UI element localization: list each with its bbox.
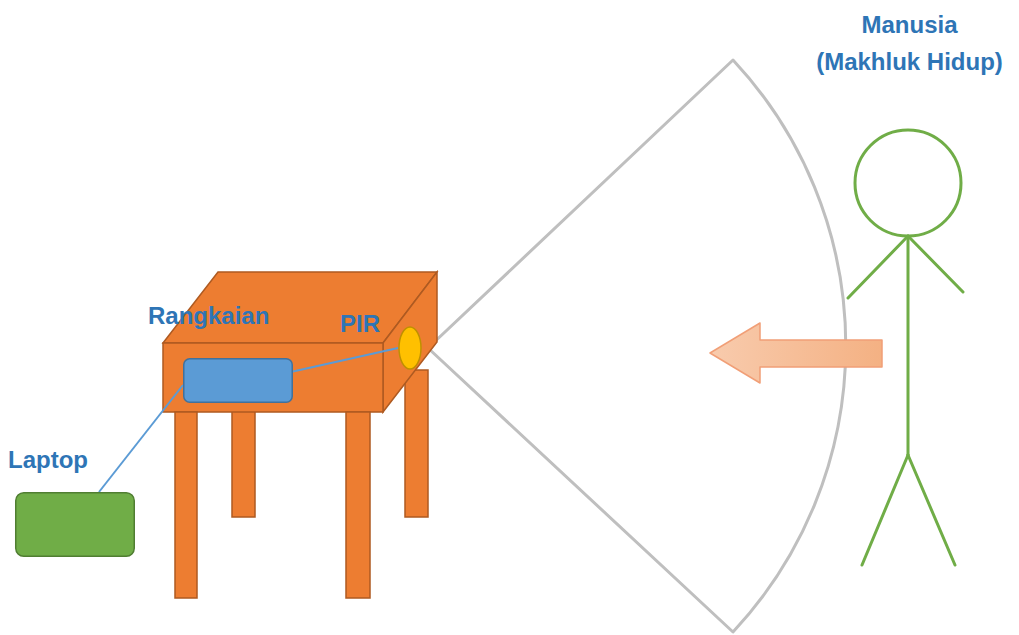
signal-wire [99, 385, 183, 492]
component-label: Rangkaian [148, 302, 269, 331]
laptop-box: Laptop [15, 492, 135, 557]
pir-sensor-shape [398, 326, 422, 370]
circuit-box: Rangkaian [183, 358, 293, 403]
component-label: PIR [340, 310, 380, 339]
circuit-box-shape [183, 358, 293, 403]
pir-sensor: PIR [398, 326, 422, 370]
component-label: Laptop [8, 446, 88, 475]
laptop-box-shape [15, 492, 135, 557]
signal-wire [293, 348, 398, 372]
motion-arrow [710, 323, 882, 383]
figure-label: Manusia (Makhluk Hidup) [812, 6, 1007, 80]
